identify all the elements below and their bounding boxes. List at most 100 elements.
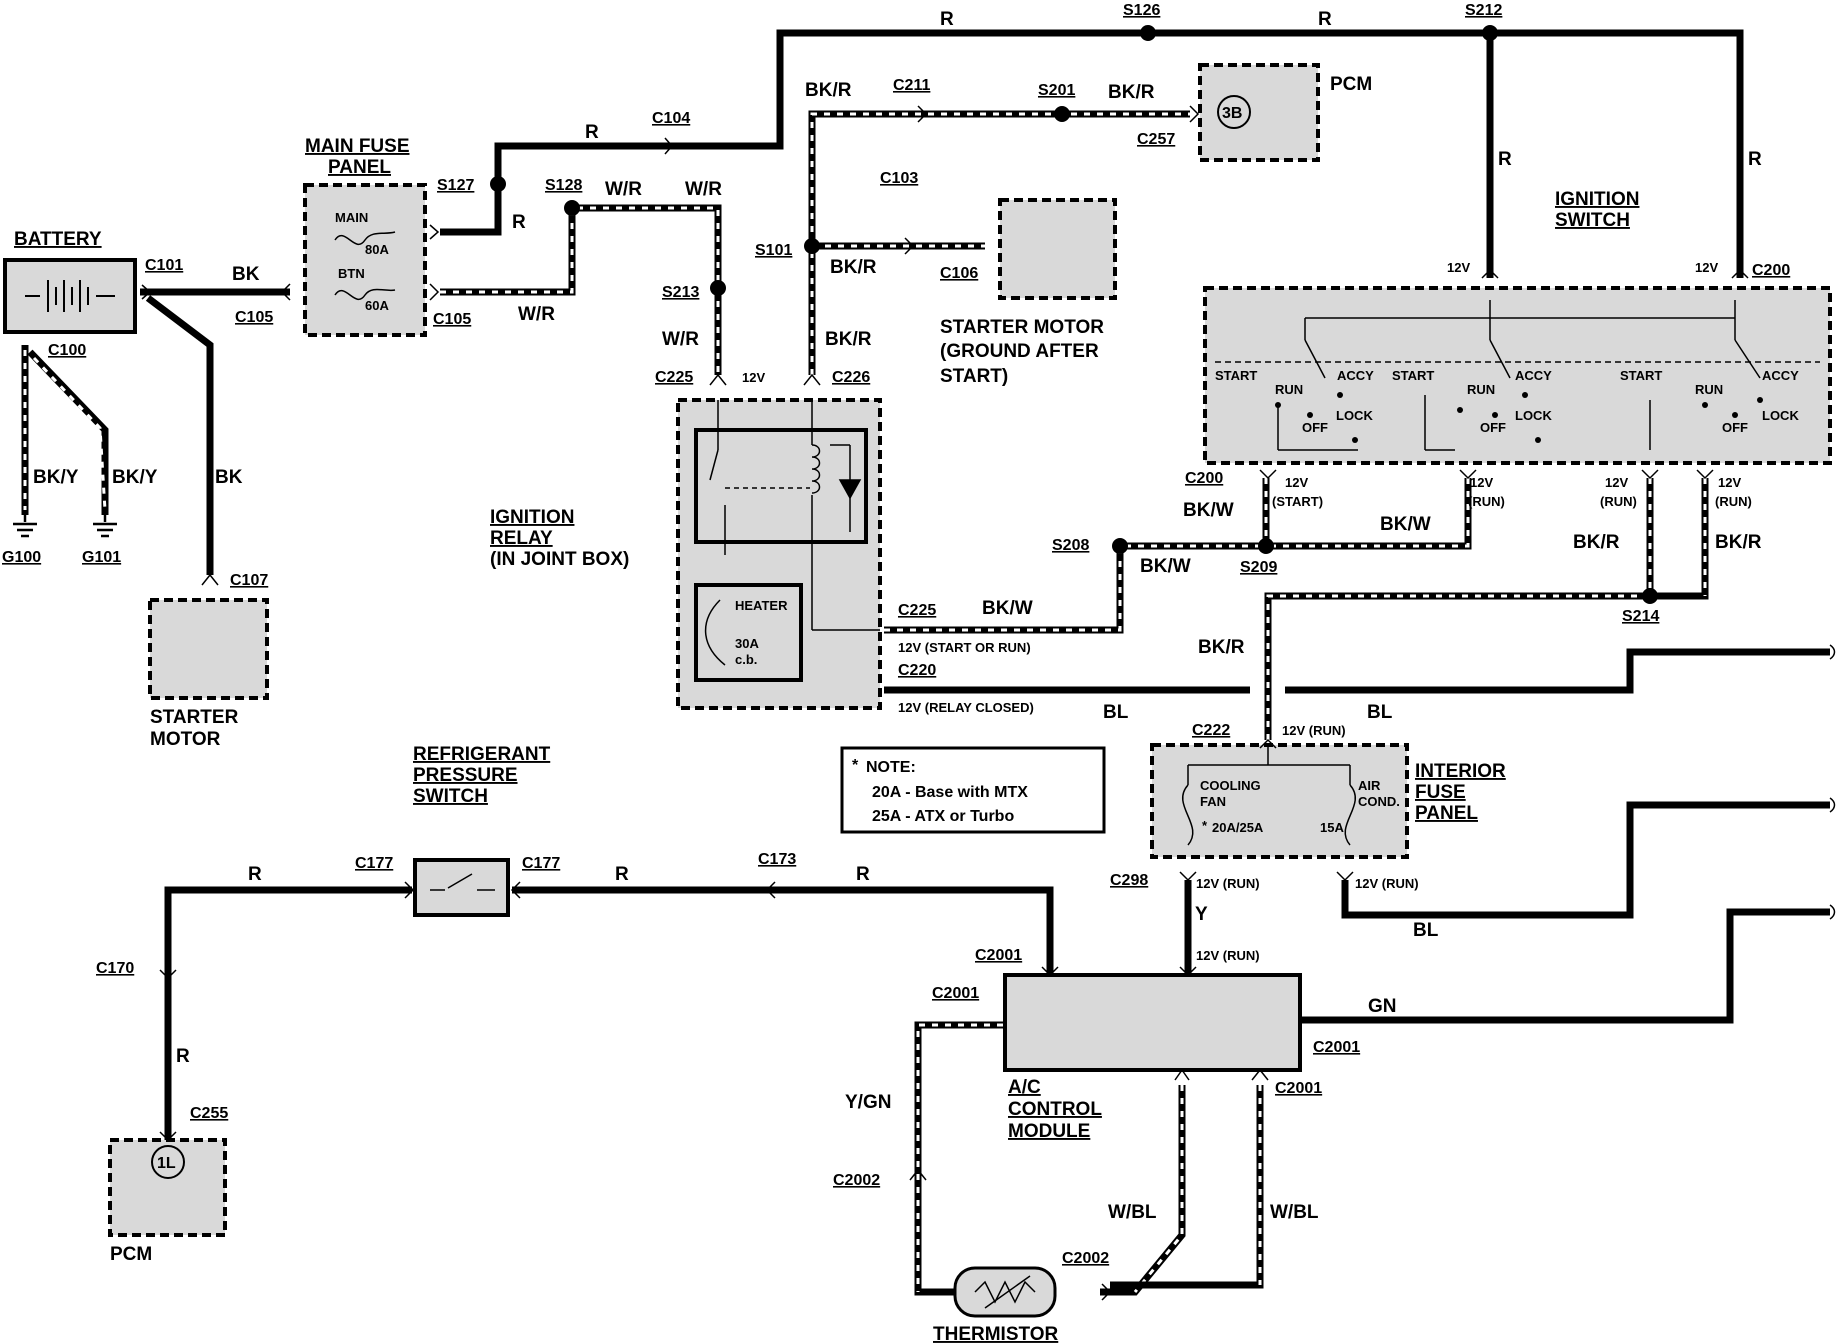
thermistor-zigzag xyxy=(974,1280,1036,1304)
connector-c222: C222 xyxy=(1192,722,1230,739)
wire-label-r-7: R xyxy=(248,864,262,885)
wire-label-r-9: R xyxy=(856,864,870,885)
voltage-12v-run-ac: 12V (RUN) xyxy=(1196,948,1260,963)
connector-c298: C298 xyxy=(1110,872,1148,889)
interior-fuse-label-2: FUSE xyxy=(1415,782,1466,803)
thermistor-arrow xyxy=(984,1275,1031,1309)
cooling-fan-label-2: FAN xyxy=(1200,794,1226,809)
connector-c225a: C225 xyxy=(655,369,693,386)
sw1-start: START xyxy=(1215,368,1257,383)
wire-label-r-1: R xyxy=(512,212,526,233)
voltage-run-b: (RUN) xyxy=(1600,494,1637,509)
wire-label-r-6: R xyxy=(1748,149,1762,170)
wire-bl-fuse xyxy=(1341,801,1830,919)
wire-label-bl-2: BL xyxy=(1367,702,1393,723)
interior-fuse-label-1: INTERIOR xyxy=(1415,761,1506,782)
wire-end-marks xyxy=(1829,644,1836,920)
starter-ground-label-2: (GROUND AFTER xyxy=(940,341,1099,362)
voltage-12v-run-c: 12V xyxy=(1718,475,1741,490)
battery-box xyxy=(3,258,137,334)
wire-label-gn: GN xyxy=(1368,996,1397,1017)
splice-s213 xyxy=(710,280,726,296)
note-box xyxy=(840,746,1106,834)
switch-contacts xyxy=(1277,300,1761,451)
wire-r-c177-c2001 xyxy=(512,886,1054,975)
pcm-bottom-pin-circle xyxy=(151,1145,185,1179)
refrigerant-label-2: PRESSURE xyxy=(413,765,518,786)
sw3-lock: LOCK xyxy=(1762,408,1799,423)
wire-bk-y-g101 xyxy=(27,349,109,515)
wire-label-bk-r-2: BK/R xyxy=(1108,82,1155,103)
main-fuse-rating: 80A xyxy=(365,242,389,257)
pcm-bottom-pin: 1L xyxy=(157,1155,176,1172)
sw2-start: START xyxy=(1392,368,1434,383)
ignition-relay-label-2: RELAY xyxy=(490,528,553,549)
ground-symbol-g101 xyxy=(93,515,117,538)
voltage-12v-run-c298: 12V (RUN) xyxy=(1196,876,1260,891)
wire-label-r-10: R xyxy=(176,1046,190,1067)
connector-c105b: C105 xyxy=(433,311,471,328)
connector-c2002b: C2002 xyxy=(1062,1250,1109,1267)
sw3-off: OFF xyxy=(1722,420,1748,435)
splice-label-s213: S213 xyxy=(662,284,699,301)
wire-label-r-3: R xyxy=(940,9,954,30)
connector-c103: C103 xyxy=(880,170,918,187)
wire-color-labels: BK BK/Y BK/Y BK R W/R R W/R W/R W/R R R … xyxy=(33,9,1762,1223)
voltage-12v-run-c222: 12V (RUN) xyxy=(1282,723,1346,738)
splice-s209 xyxy=(1258,538,1274,554)
pcm-top-label: PCM xyxy=(1330,74,1372,95)
heater-rating-2: c.b. xyxy=(735,652,757,667)
cooling-fan-label-1: COOLING xyxy=(1200,778,1261,793)
voltage-12v-run-b: 12V xyxy=(1605,475,1628,490)
wire-label-w-r-1: W/R xyxy=(518,304,555,325)
refrigerant-switch-symbol xyxy=(430,873,495,891)
splice-label-s101: S101 xyxy=(755,242,792,259)
wire-r-s126-s212 xyxy=(1148,29,1744,278)
sw2-run: RUN xyxy=(1467,382,1495,397)
splice-s128 xyxy=(564,200,580,216)
refrigerant-label-3: SWITCH xyxy=(413,786,488,807)
heater-rating-1: 30A xyxy=(735,636,759,651)
wire-label-bl-1: BL xyxy=(1103,702,1129,723)
connector-c211: C211 xyxy=(893,77,930,94)
connector-c2001a: C2001 xyxy=(975,947,1022,964)
voltage-12v-run-a: 12V xyxy=(1470,475,1493,490)
pcm-bottom-label: PCM xyxy=(110,1244,152,1265)
starter-ground-label-1: STARTER MOTOR xyxy=(940,317,1104,338)
voltage-run-a: (RUN) xyxy=(1468,494,1505,509)
relay-internal xyxy=(709,400,880,631)
connector-labels: C101 C100 C105 C105 C107 C104 C211 C257 … xyxy=(48,77,1790,1267)
thermistor-body xyxy=(953,1266,1057,1318)
battery-symbol xyxy=(25,280,115,312)
sw2-accy: ACCY xyxy=(1515,368,1552,383)
connector-c173: C173 xyxy=(758,851,796,868)
ac-module-label-1: A/C xyxy=(1008,1077,1041,1098)
wire-bk-r-run2 xyxy=(1650,478,1709,600)
ac-module-box xyxy=(1003,973,1302,1072)
air-cond-label-2: COND. xyxy=(1358,794,1400,809)
wire-label-bk-y-2: BK/Y xyxy=(112,467,158,488)
connector-c2001c: C2001 xyxy=(1313,1039,1360,1056)
wire-label-r-5: R xyxy=(1498,149,1512,170)
interior-fuse-label-3: PANEL xyxy=(1415,803,1478,824)
connector-c107: C107 xyxy=(230,572,268,589)
wire-r-refrigerant xyxy=(164,886,412,975)
air-cond-rating: 15A xyxy=(1320,820,1344,835)
note-title: NOTE: xyxy=(866,759,916,776)
wire-gn xyxy=(1300,908,1830,1024)
wire-label-w-r-4: W/R xyxy=(662,329,699,350)
ground-label-g100: G100 xyxy=(2,549,41,566)
voltage-start: (START) xyxy=(1272,494,1323,509)
btn-fuse-symbol xyxy=(334,288,396,301)
splice-label-s214: S214 xyxy=(1622,608,1659,625)
interior-fuse-panel-box xyxy=(1150,743,1409,859)
sw3-accy: ACCY xyxy=(1762,368,1799,383)
cooling-fan-rating-asterisk: * xyxy=(1202,818,1208,833)
connector-c2002a: C2002 xyxy=(833,1172,880,1189)
voltage-12v-switch-right: 12V xyxy=(1695,260,1718,275)
connector-c220: C220 xyxy=(898,662,936,679)
sw2-lock: LOCK xyxy=(1515,408,1552,423)
wire-label-w-r-2: W/R xyxy=(605,179,642,200)
wire-label-w-bl-2: W/BL xyxy=(1270,1202,1319,1223)
sw1-lock: LOCK xyxy=(1336,408,1373,423)
